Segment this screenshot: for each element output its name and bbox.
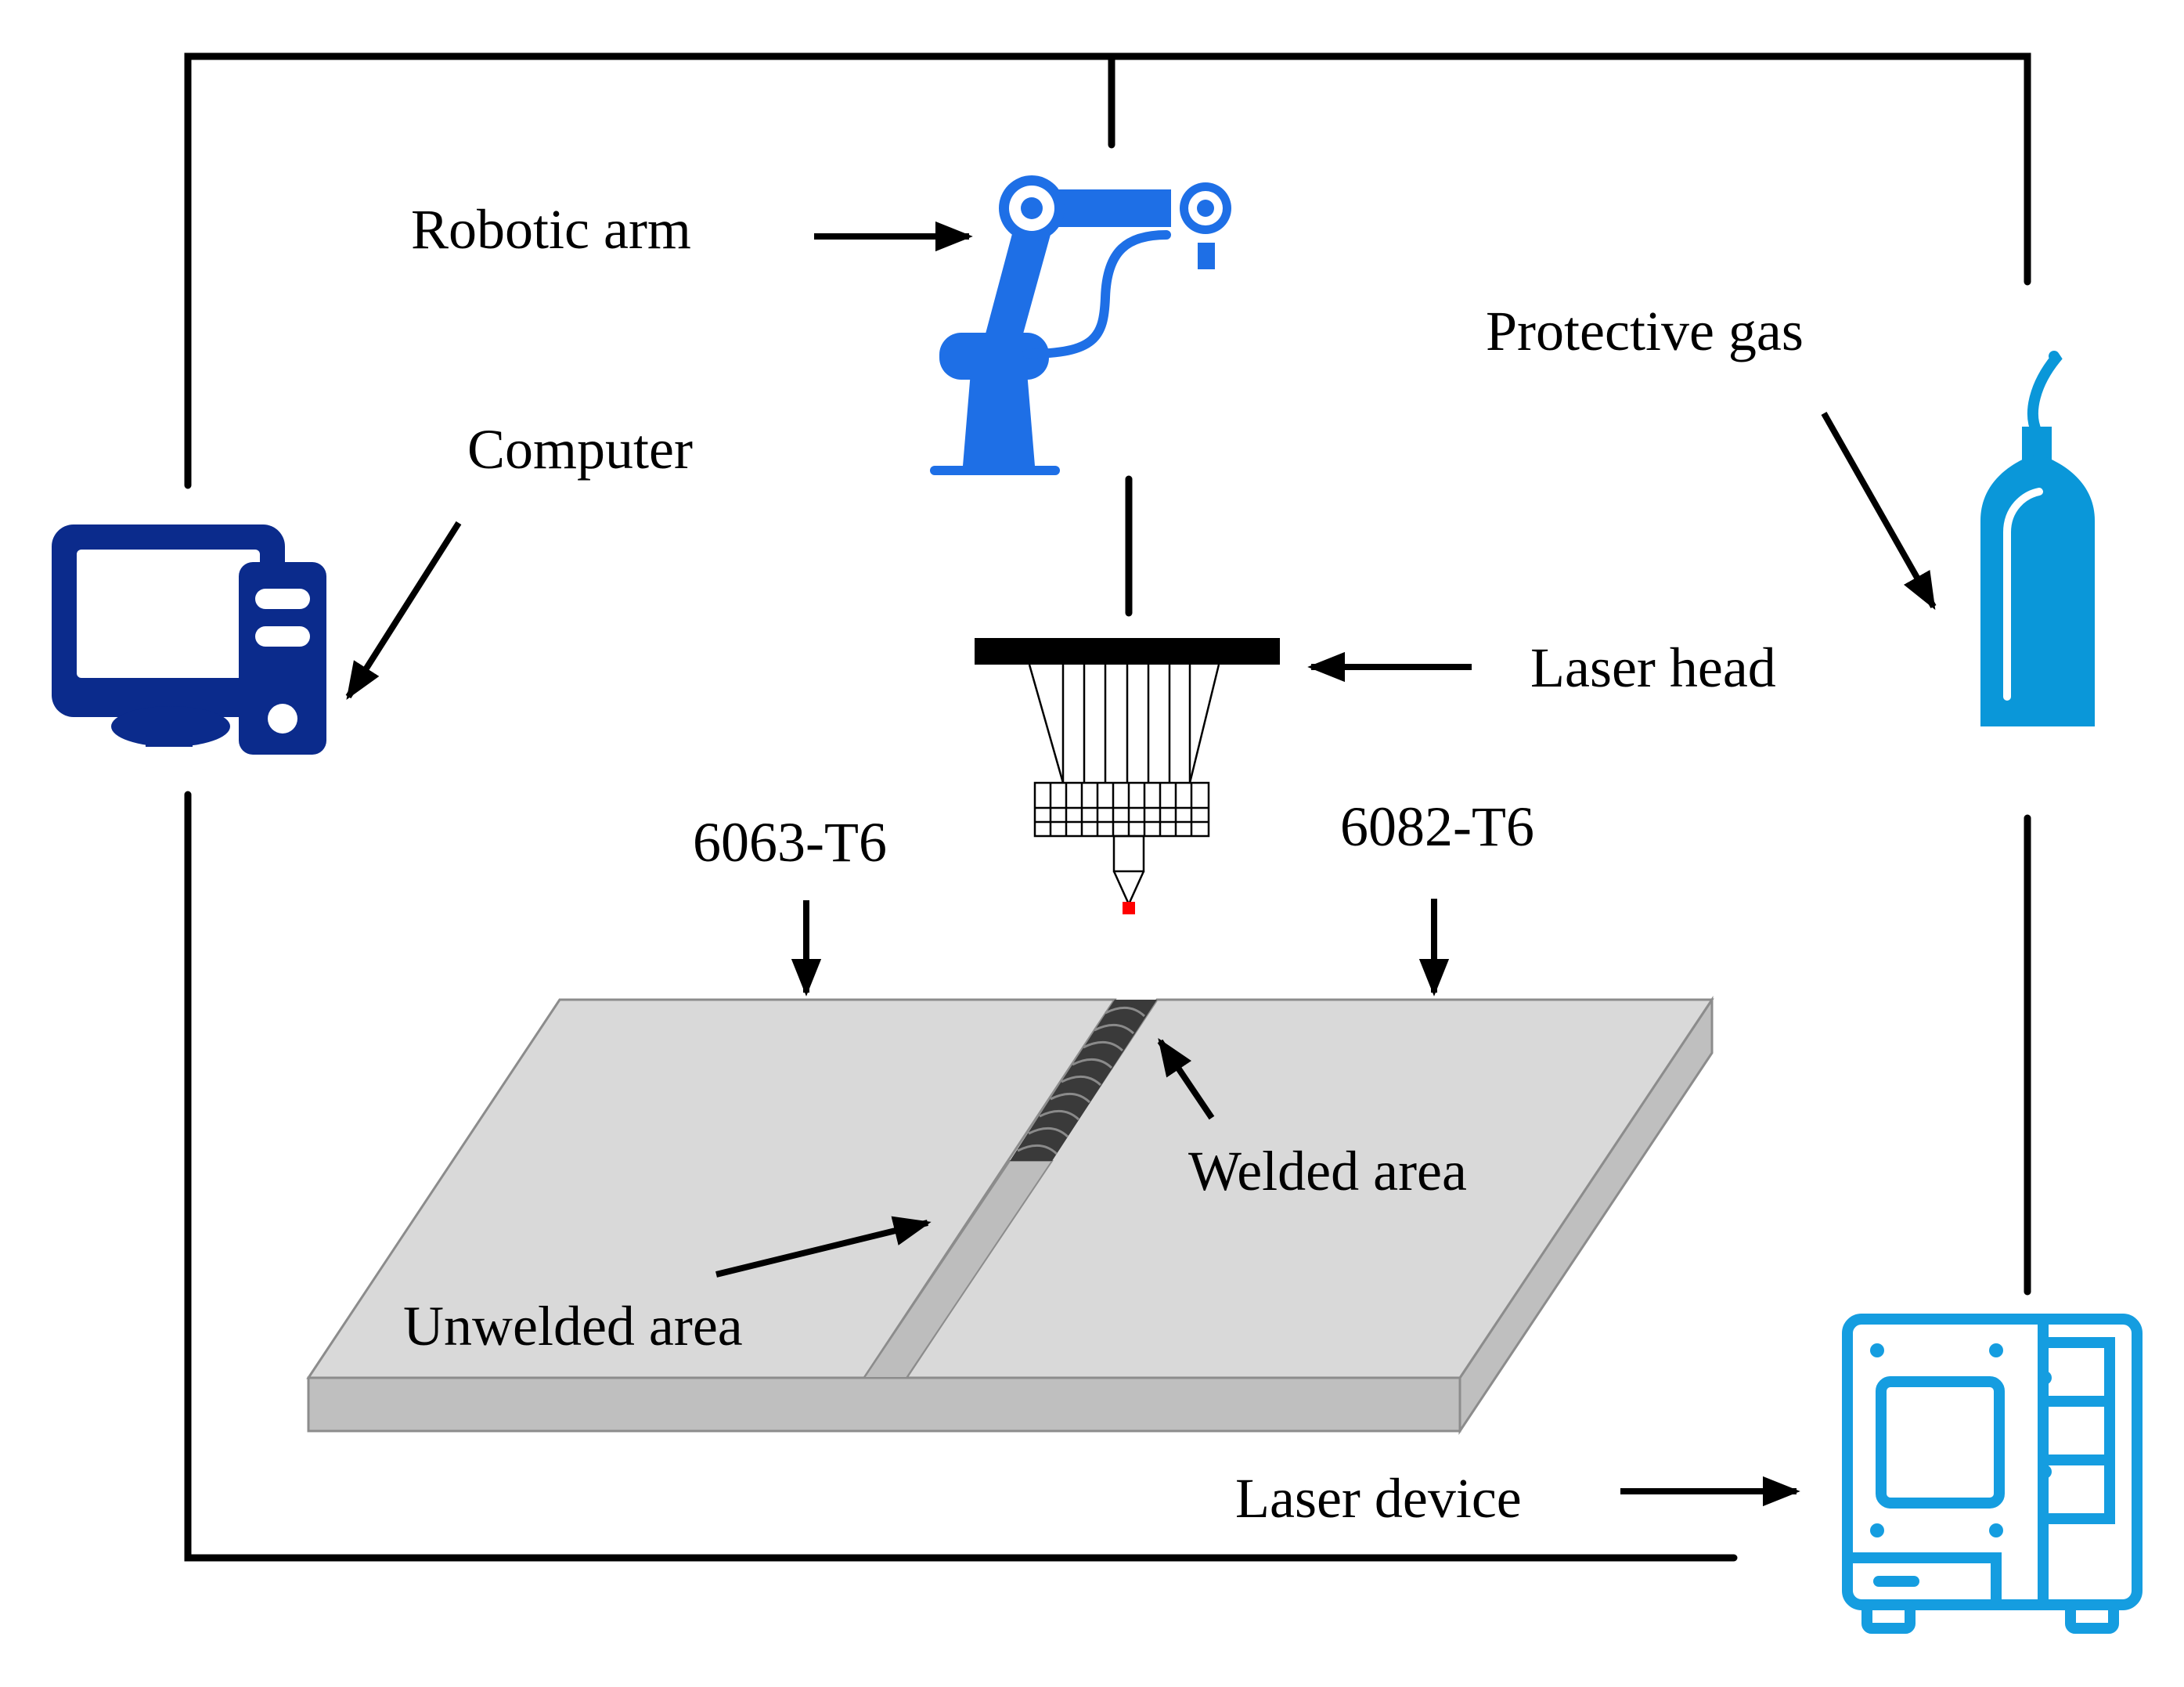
label-6082-t6: 6082-T6: [1340, 795, 1534, 858]
laser-machine-icon: [1842, 1314, 2143, 1634]
label-computer: Computer: [467, 418, 693, 481]
weld-ripples: [1017, 1007, 1146, 1155]
labels: Robotic arm Computer Protective gas Lase…: [403, 198, 1804, 1530]
arrow-welded-area: [1157, 1038, 1215, 1120]
frame-top-line: [184, 52, 2031, 489]
frame-bottom-line: [184, 791, 1738, 1562]
label-welded-area: Welded area: [1188, 1140, 1467, 1202]
robot-arm-icon: [930, 175, 1231, 475]
label-protective-gas: Protective gas: [1486, 300, 1804, 362]
label-unwelded-area: Unwelded area: [403, 1295, 743, 1357]
weld-bead: [1010, 1000, 1157, 1161]
arrow-protective-gas: [1821, 412, 1937, 611]
laser-spot: [1123, 902, 1135, 914]
laser-head-icon: [975, 638, 1280, 914]
label-laser-device: Laser device: [1235, 1467, 1522, 1530]
workpiece-plates: [306, 996, 1714, 1435]
label-6063-t6: 6063-T6: [693, 811, 887, 874]
gas-cylinder-icon: [1980, 351, 2095, 726]
label-arrows: [345, 221, 1937, 1507]
laser-device-dots: [1870, 1343, 2052, 1537]
plate-front-side: [307, 1376, 1461, 1433]
label-robotic-arm: Robotic arm: [411, 198, 691, 261]
connection-lines: [184, 52, 2031, 1562]
computer-icon: [52, 524, 326, 755]
arrow-computer: [345, 521, 462, 701]
label-laser-head: Laser head: [1530, 636, 1776, 699]
arrow-unwelded-area: [715, 1216, 932, 1278]
